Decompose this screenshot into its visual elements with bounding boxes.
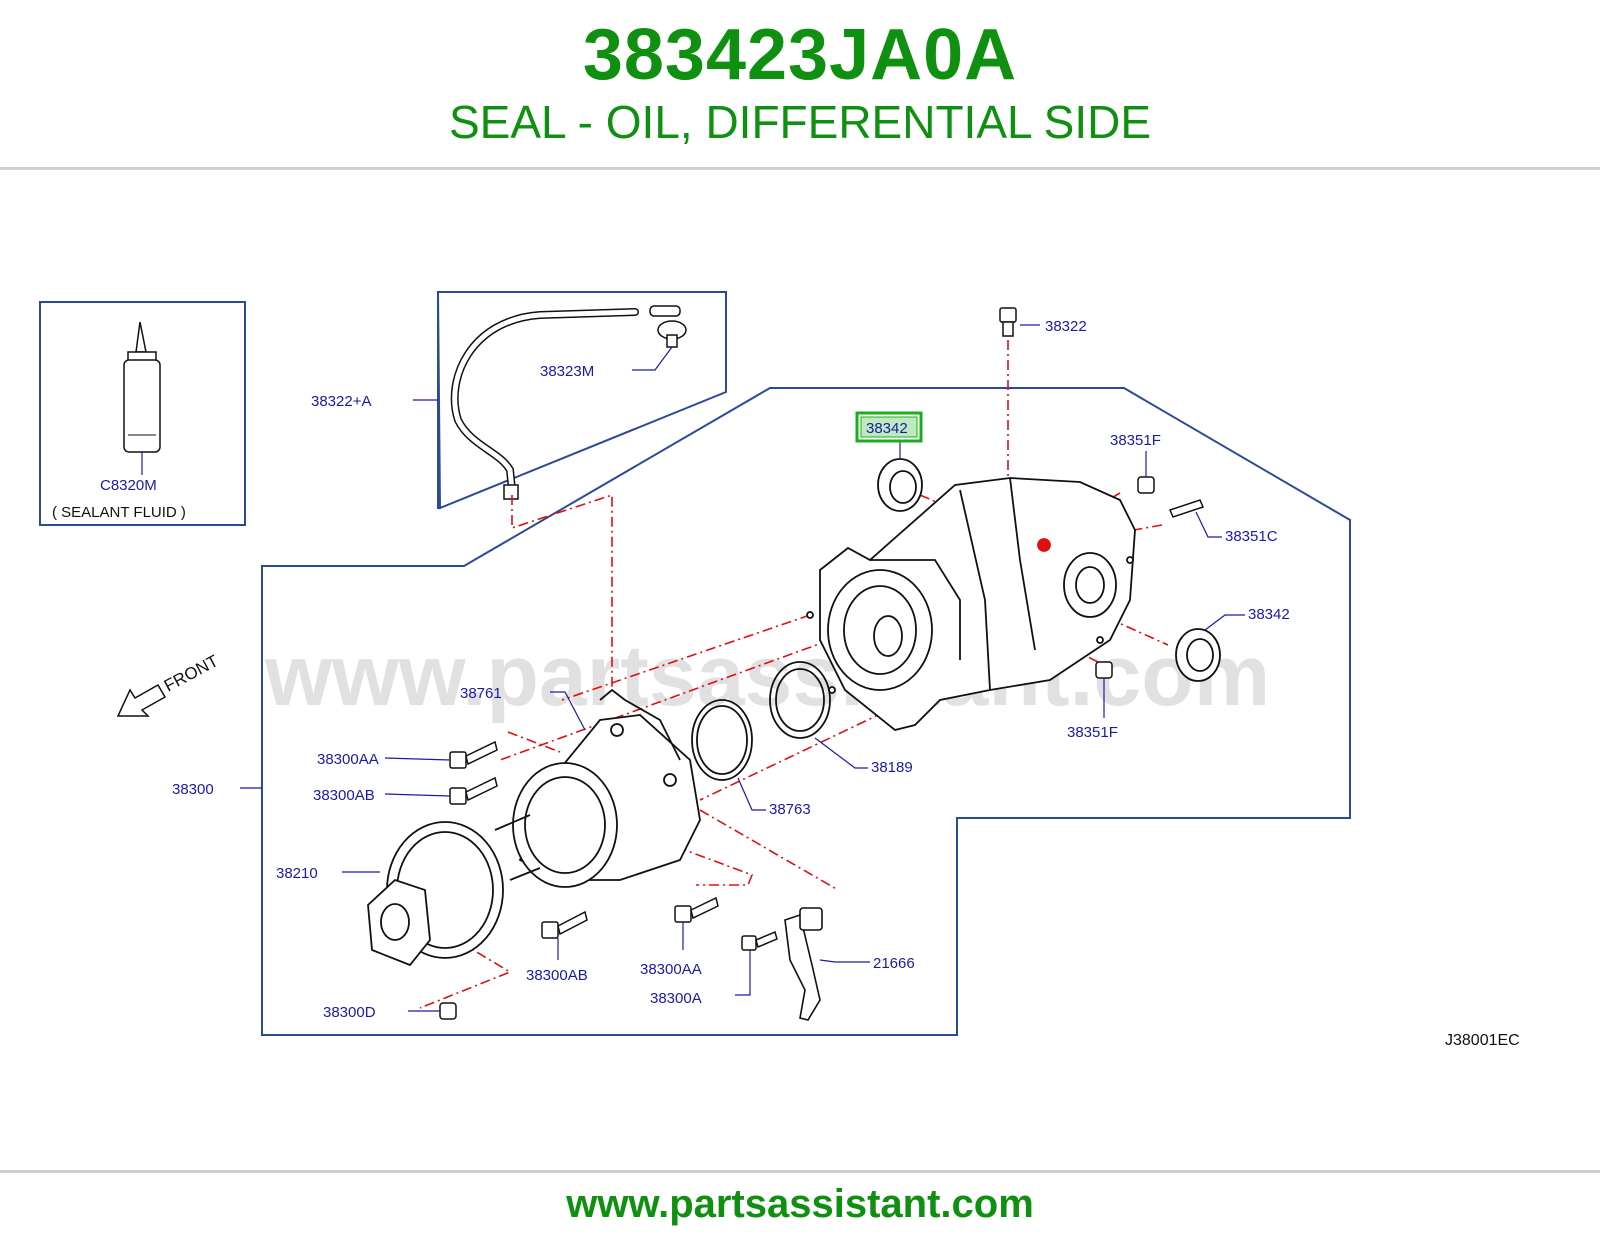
- callout-38322: 38322: [1045, 318, 1087, 335]
- callout-38300: 38300: [172, 781, 214, 798]
- callout-38323M: 38323M: [540, 363, 594, 380]
- reference-code: J38001EC: [1445, 1032, 1520, 1049]
- bolt-38300AB-bottom-icon: [541, 910, 588, 939]
- callout-38300D: 38300D: [323, 1004, 376, 1021]
- callout-38351F-bottom: 38351F: [1067, 724, 1118, 741]
- oil-seal-top-icon: [877, 458, 923, 512]
- plug-38351F-top-icon: [1137, 476, 1155, 494]
- callout-38300AA-bottom: 38300AA: [640, 961, 702, 978]
- page-header: 383423JA0A SEAL - OIL, DIFFERENTIAL SIDE: [0, 0, 1600, 170]
- front-arrow-icon: [116, 683, 167, 717]
- callout-38351C: 38351C: [1225, 528, 1278, 545]
- bolt-38300AB-left-icon: [449, 776, 498, 805]
- sealant-box: C8320M ( SEALANT FLUID ): [39, 301, 246, 526]
- breather-box: 38323M 38322+A: [311, 291, 727, 510]
- footer-url[interactable]: www.partsassistant.com: [566, 1182, 1034, 1226]
- plug-38351F-bottom-icon: [1095, 661, 1113, 679]
- differential-carrier-icon: [806, 477, 1136, 731]
- highlight-box: [855, 411, 923, 443]
- header-divider: [0, 167, 1600, 170]
- bolt-38300A-icon: [741, 930, 778, 951]
- callout-38342-highlighted: 38342: [866, 420, 908, 437]
- callout-38322A: 38322+A: [311, 393, 371, 410]
- footer-divider: [0, 1170, 1600, 1173]
- o-ring-38763-icon: [691, 699, 753, 781]
- watermark: www.partsassistant.com: [264, 628, 1270, 724]
- callout-21666: 21666: [873, 955, 915, 972]
- bolt-38300AA-left-icon: [449, 740, 498, 769]
- stud-38351C-icon: [1168, 499, 1205, 518]
- nut-38300D-icon: [439, 1002, 457, 1020]
- harness-bracket-icon: [784, 907, 823, 1021]
- front-label: FRONT: [161, 651, 222, 695]
- bolt-38300AA-bottom-icon: [674, 896, 719, 923]
- callout-38189: 38189: [871, 759, 913, 776]
- callout-38300AB-left: 38300AB: [313, 787, 375, 804]
- highlight-fill: [860, 416, 918, 438]
- callout-38300A: 38300A: [650, 990, 702, 1007]
- electric-coupling-icon: [512, 688, 701, 888]
- part-description: SEAL - OIL, DIFFERENTIAL SIDE: [448, 96, 1152, 148]
- o-ring-38189-icon: [769, 661, 831, 739]
- sealant-part-label: C8320M: [100, 477, 157, 494]
- breather-plug-icon: [999, 307, 1017, 337]
- callout-38763: 38763: [769, 801, 811, 818]
- oil-seal-right-icon: [1175, 628, 1221, 682]
- callout-38342-right: 38342: [1248, 606, 1290, 623]
- breather-hose-icon: [450, 308, 639, 500]
- sealant-tube-icon: [123, 321, 161, 453]
- sealant-caption: ( SEALANT FLUID ): [52, 504, 186, 521]
- callout-38210: 38210: [276, 865, 318, 882]
- assembly-frame: [261, 387, 1351, 1036]
- callout-38351F-top: 38351F: [1110, 432, 1161, 449]
- callout-38300AB-bottom: 38300AB: [526, 967, 588, 984]
- callout-38761: 38761: [460, 685, 502, 702]
- part-number: 383423JA0A: [582, 15, 1018, 95]
- companion-flange-icon: [367, 814, 541, 967]
- callout-38300AA-left: 38300AA: [317, 751, 379, 768]
- breather-cap-icon: [649, 305, 687, 348]
